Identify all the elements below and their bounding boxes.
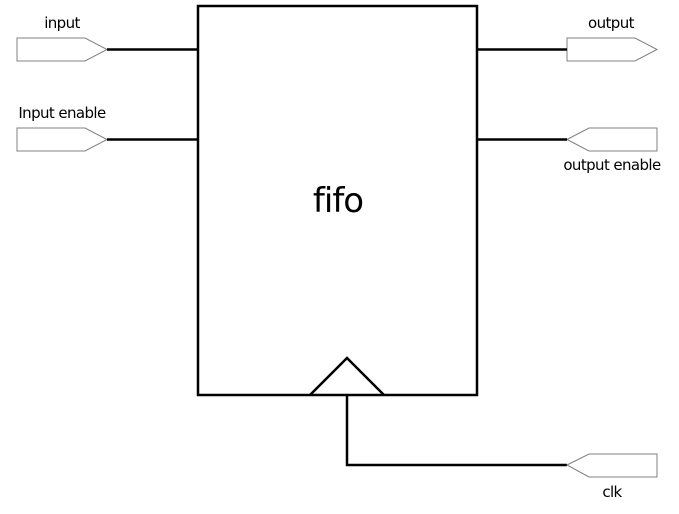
port-clk[interactable]: clk bbox=[345, 395, 658, 501]
input-port-icon bbox=[565, 453, 658, 478]
port-input-enable[interactable]: Input enable bbox=[16, 104, 198, 152]
port-input[interactable]: input bbox=[16, 14, 198, 62]
fifo-block[interactable] bbox=[196, 4, 479, 397]
input-port-icon bbox=[565, 127, 658, 152]
port-output-enable[interactable]: output enable bbox=[477, 127, 662, 174]
block-title: fifo bbox=[313, 181, 363, 221]
port-input-label: input bbox=[44, 14, 80, 32]
port-output[interactable]: output bbox=[477, 14, 659, 62]
output-port-icon bbox=[566, 37, 659, 62]
port-input-enable-label: Input enable bbox=[18, 104, 106, 122]
input-port-icon bbox=[16, 127, 109, 152]
input-port-icon bbox=[16, 37, 109, 62]
clk-wire bbox=[345, 395, 567, 467]
port-output-label: output bbox=[588, 14, 635, 32]
clock-edge-icon bbox=[309, 356, 385, 396]
port-clk-label: clk bbox=[602, 483, 622, 501]
port-output-enable-label: output enable bbox=[563, 156, 661, 174]
